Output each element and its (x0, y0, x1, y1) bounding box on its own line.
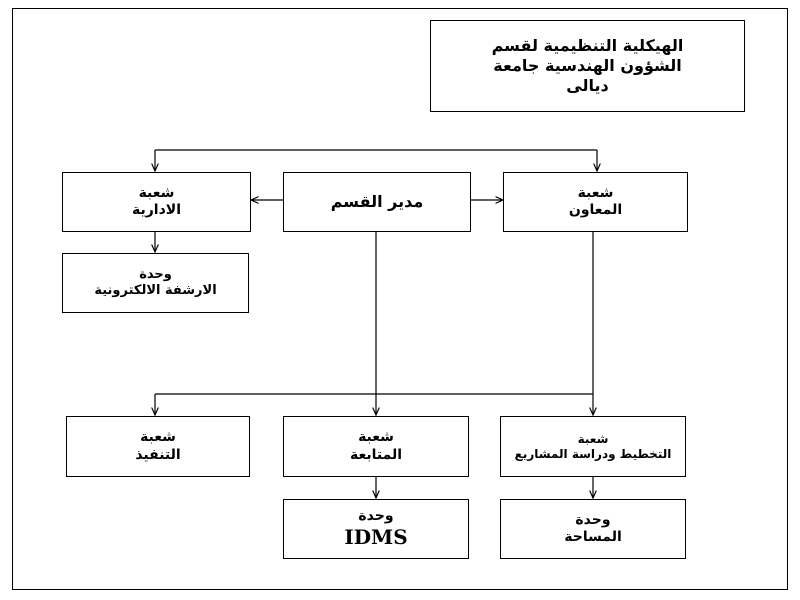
assistant-section-box: شعبة المعاون (503, 172, 688, 232)
diagram-frame (12, 8, 788, 590)
title-box: الهيكلية التنظيمية لقسم الشؤون الهندسية … (430, 20, 745, 112)
idms-line-1: وحدة (358, 507, 394, 524)
archive-line-1: وحدة (139, 266, 172, 282)
survey-line-1: وحدة (575, 511, 611, 528)
followup-section-box: شعبة المتابعة (283, 416, 469, 477)
followup-line-1: شعبة (358, 429, 394, 445)
followup-line-2: المتابعة (349, 446, 403, 463)
archive-line-2: الارشفة الالكترونية (94, 283, 217, 298)
survey-line-2: المساحة (564, 529, 622, 545)
admin-line-2: الادارية (132, 202, 182, 218)
title-line-3: ديالى (566, 76, 609, 95)
admin-line-1: شعبة (138, 184, 175, 201)
head-label: مدير القسم (330, 192, 424, 211)
survey-unit-box: وحدة المساحة (500, 499, 686, 559)
title-line-1: الهيكلية التنظيمية لقسم (491, 36, 684, 55)
admin-section-box: شعبة الادارية (62, 172, 251, 232)
planning-line-1: شعبة (577, 431, 609, 446)
e-archive-unit-box: وحدة الارشفة الالكترونية (62, 253, 249, 313)
title-line-2: الشؤون الهندسية جامعة (493, 56, 682, 75)
execution-section-box: شعبة التنفيذ (66, 416, 250, 477)
execution-line-2: التنفيذ (135, 446, 181, 463)
idms-line-2: IDMS (344, 525, 408, 550)
planning-section-box: شعبة التخطيط ودراسة المشاريع (500, 416, 686, 477)
planning-line-2: التخطيط ودراسة المشاريع (514, 446, 672, 461)
head-of-department-box: مدير القسم (283, 172, 471, 232)
execution-line-1: شعبة (140, 429, 176, 445)
assistant-line-2: المعاون (568, 202, 623, 218)
idms-unit-box: وحدة IDMS (283, 499, 469, 559)
assistant-line-1: شعبة (577, 184, 614, 201)
